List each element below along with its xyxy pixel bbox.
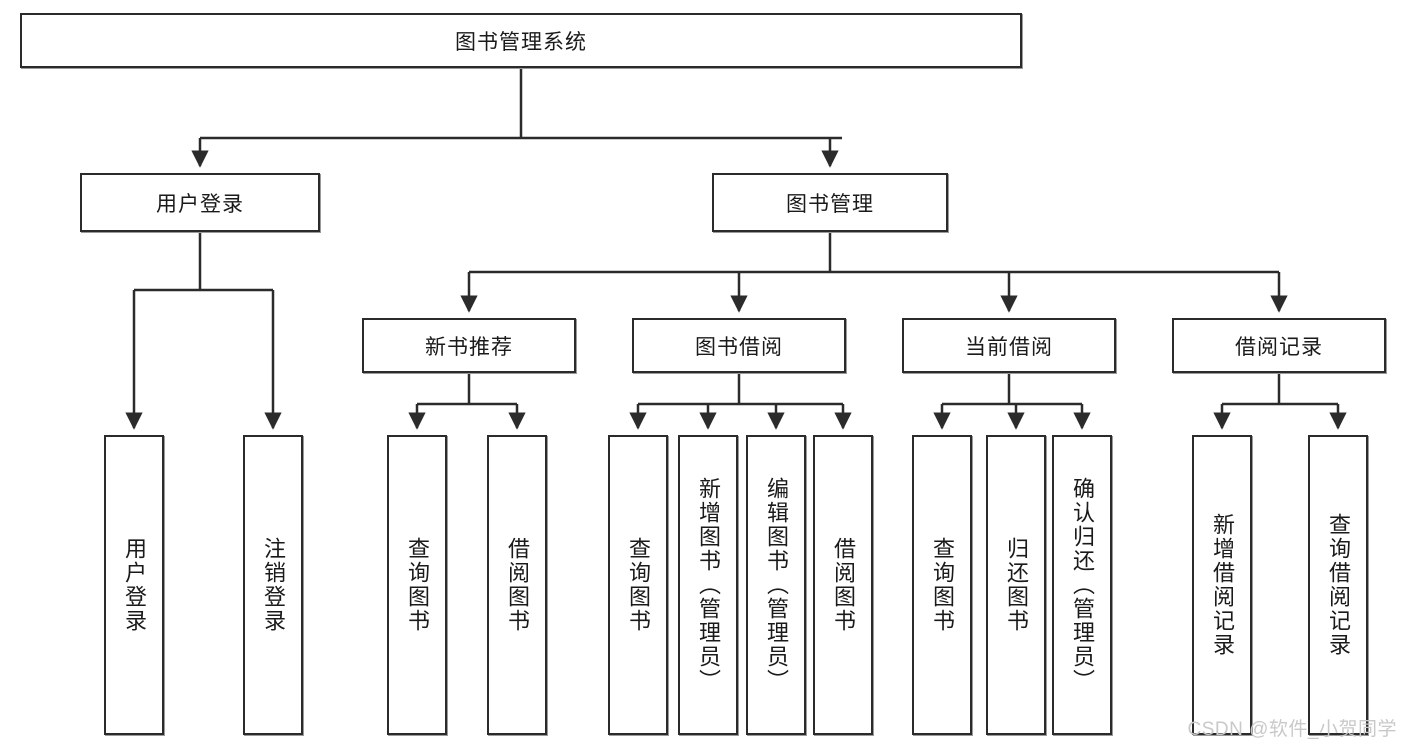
node-leaf-confirm-return-label: 确认归还（管理员）: [1069, 477, 1095, 693]
node-leaf-query-book-1-label: 查询图书: [404, 537, 430, 633]
node-leaf-user-logout[interactable]: 注销登录: [243, 435, 303, 735]
node-user-login-label: 用户登录: [156, 192, 244, 216]
node-current-borrow[interactable]: 当前借阅: [902, 318, 1116, 373]
node-borrow-record[interactable]: 借阅记录: [1172, 318, 1386, 373]
node-new-book-rec-label: 新书推荐: [425, 335, 513, 359]
node-book-borrow-label: 图书借阅: [695, 335, 783, 359]
node-leaf-query-book-3-label: 查询图书: [929, 537, 955, 633]
node-leaf-borrow-book-1[interactable]: 借阅图书: [487, 435, 547, 735]
node-leaf-edit-book[interactable]: 编辑图书（管理员）: [746, 435, 806, 735]
node-user-login[interactable]: 用户登录: [80, 173, 320, 232]
node-leaf-confirm-return[interactable]: 确认归还（管理员）: [1052, 435, 1112, 735]
node-new-book-rec[interactable]: 新书推荐: [362, 318, 576, 373]
node-leaf-query-record[interactable]: 查询借阅记录: [1308, 435, 1368, 735]
node-leaf-query-record-label: 查询借阅记录: [1325, 513, 1351, 657]
node-root-label: 图书管理系统: [455, 30, 587, 54]
node-book-manage-label: 图书管理: [786, 192, 874, 216]
node-borrow-record-label: 借阅记录: [1235, 335, 1323, 359]
node-leaf-query-book-2[interactable]: 查询图书: [608, 435, 668, 735]
node-leaf-user-login-label: 用户登录: [121, 537, 147, 633]
node-book-manage[interactable]: 图书管理: [712, 173, 948, 232]
node-leaf-borrow-book-1-label: 借阅图书: [504, 537, 530, 633]
node-leaf-return-book-label: 归还图书: [1003, 537, 1029, 633]
node-root[interactable]: 图书管理系统: [20, 13, 1022, 68]
node-leaf-query-book-2-label: 查询图书: [625, 537, 651, 633]
node-leaf-borrow-book-2[interactable]: 借阅图书: [813, 435, 873, 735]
node-leaf-edit-book-label: 编辑图书（管理员）: [763, 477, 789, 693]
node-book-borrow[interactable]: 图书借阅: [632, 318, 846, 373]
node-leaf-query-book-1[interactable]: 查询图书: [387, 435, 447, 735]
node-leaf-add-book[interactable]: 新增图书（管理员）: [678, 435, 738, 735]
node-leaf-user-logout-label: 注销登录: [260, 537, 286, 633]
node-leaf-user-login[interactable]: 用户登录: [104, 435, 164, 735]
node-leaf-query-book-3[interactable]: 查询图书: [912, 435, 972, 735]
node-leaf-return-book[interactable]: 归还图书: [986, 435, 1046, 735]
node-leaf-add-book-label: 新增图书（管理员）: [695, 477, 721, 693]
node-leaf-borrow-book-2-label: 借阅图书: [830, 537, 856, 633]
csdn-watermark: CSDN @软件_小贺同学: [1187, 719, 1397, 740]
node-leaf-add-record-label: 新增借阅记录: [1209, 513, 1235, 657]
node-current-borrow-label: 当前借阅: [965, 335, 1053, 359]
node-leaf-add-record[interactable]: 新增借阅记录: [1192, 435, 1252, 735]
